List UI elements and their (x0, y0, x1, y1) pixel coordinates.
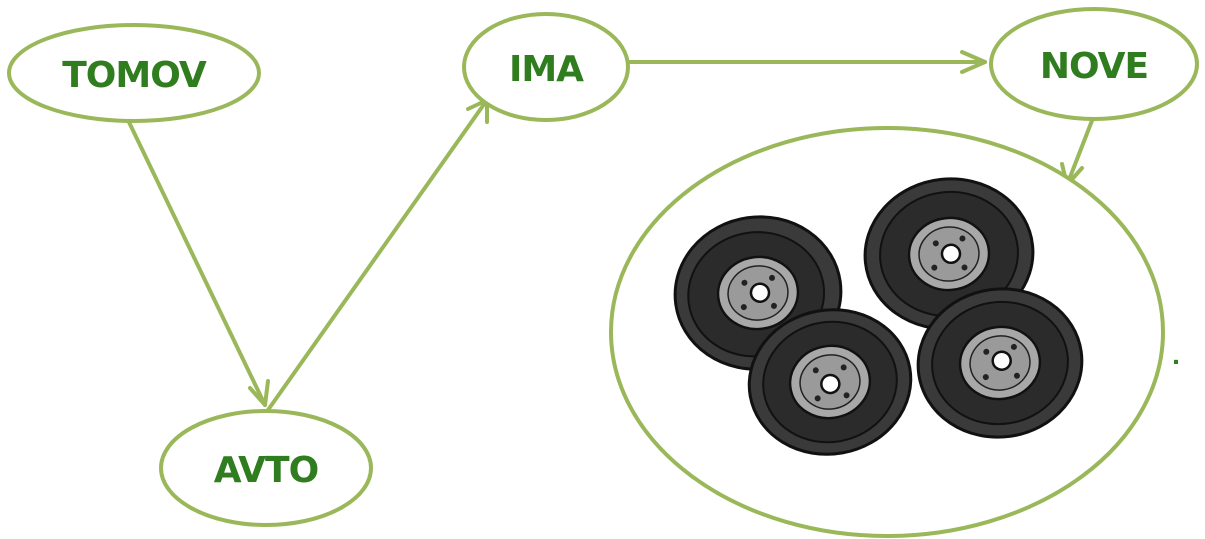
tyre-icon (747, 308, 913, 456)
node-ima: IMA (462, 12, 630, 122)
node-tyres (609, 126, 1165, 538)
edge-ima-nove (626, 50, 987, 74)
edge-tomov-avto (125, 116, 270, 407)
node-ima-label: IMA (509, 49, 584, 90)
edge-avto-ima (266, 98, 489, 412)
tyre-icon (916, 287, 1084, 439)
node-avto-label: AVTO (214, 450, 318, 491)
node-avto: AVTO (159, 409, 373, 527)
node-tomov: TOMOV (7, 23, 261, 123)
trailing-period: . (1172, 339, 1180, 370)
node-tomov-label: TOMOV (62, 55, 207, 96)
node-nove: NOVE (989, 7, 1199, 121)
node-nove-label: NOVE (1040, 46, 1148, 87)
